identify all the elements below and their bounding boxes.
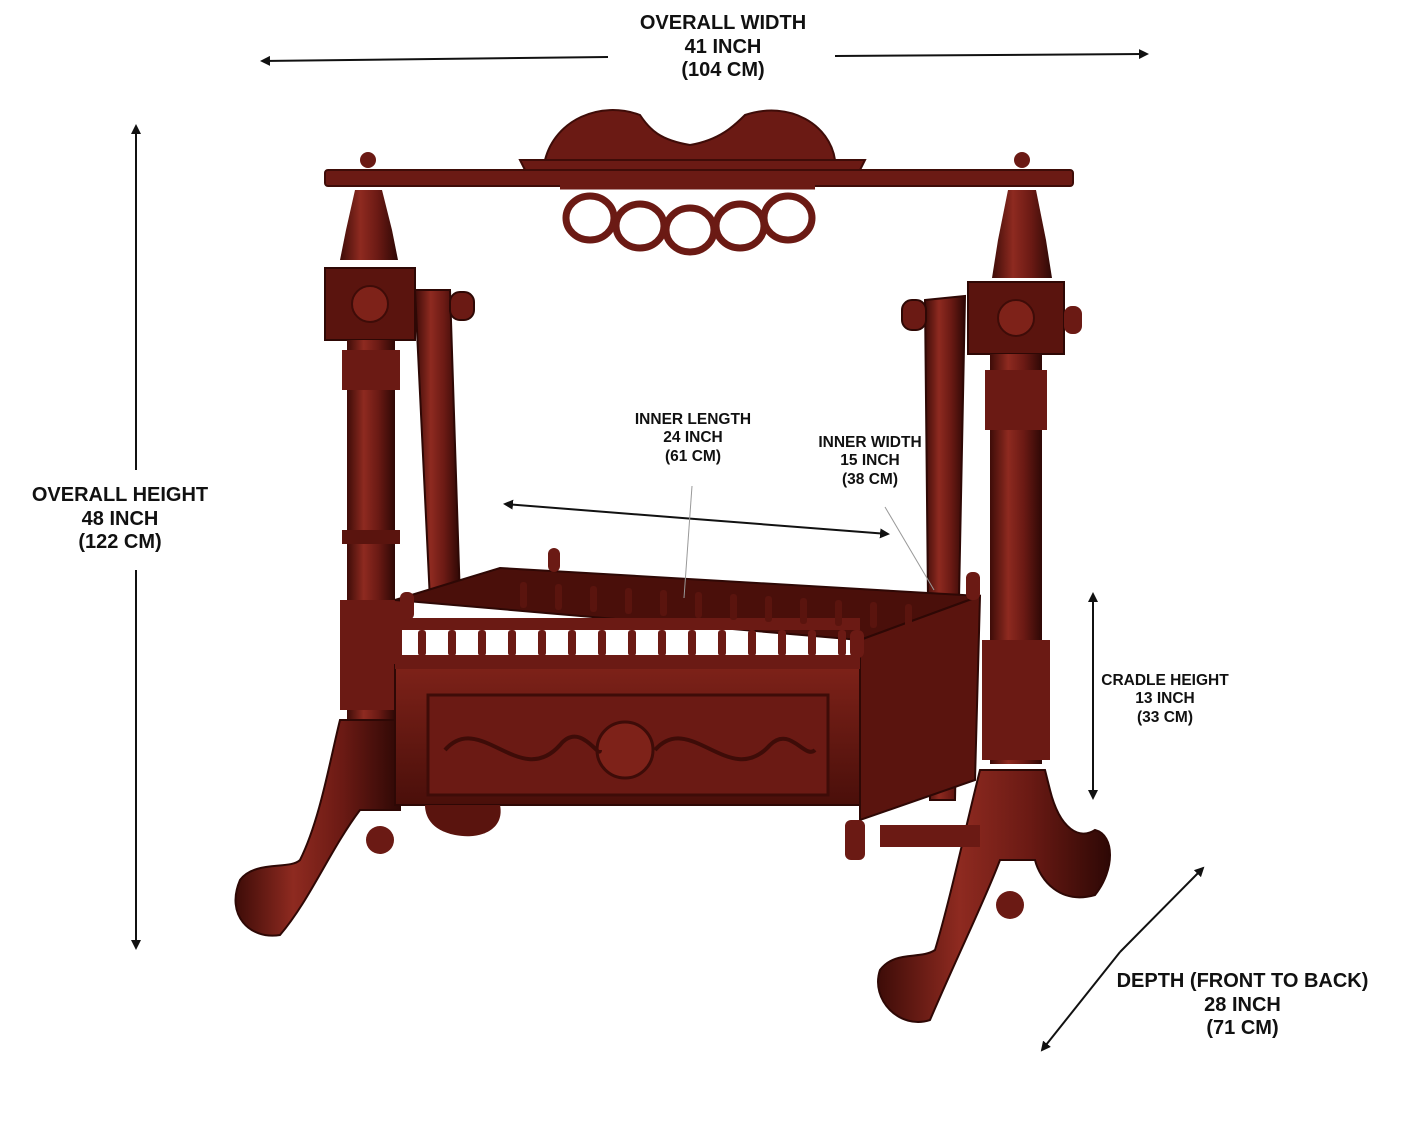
depth-arrow-down (1040, 951, 1121, 1052)
cradle-height-title: CRADLE HEIGHT (1101, 672, 1229, 689)
overall-width-title: OVERALL WIDTH (639, 12, 807, 34)
depth-inch: 28 INCH (1204, 993, 1281, 1016)
cradle-height-inch: 13 INCH (1135, 690, 1195, 708)
inner-length-leader (683, 485, 693, 599)
cradle-height-label: CRADLE HEIGHT 13 INCH (33 CM) (1085, 672, 1245, 727)
corner-finials (400, 548, 980, 658)
overall-width-arrow-left (260, 55, 609, 66)
inner-length-title: INNER LENGTH (634, 411, 752, 428)
inner-length-label: INNER LENGTH 24 INCH (61 CM) (593, 411, 793, 466)
inner-width-inch: 15 INCH (840, 452, 900, 470)
cradle-illustration (234, 109, 1111, 1023)
right-post (877, 152, 1111, 1023)
overall-width-cm: (104 CM) (681, 59, 765, 82)
overall-width-label: OVERALL WIDTH 41 INCH (104 CM) (573, 12, 873, 83)
overall-height-cm: (122 CM) (78, 531, 162, 554)
left-post (234, 152, 416, 937)
dimension-arrows (131, 49, 1205, 1052)
cradle-box (394, 566, 982, 860)
inner-width-title: INNER WIDTH (818, 434, 922, 451)
depth-arrow-up (1119, 866, 1205, 953)
overall-width-inch: 41 INCH (684, 35, 762, 58)
depth-cm: (71 CM) (1206, 1017, 1279, 1040)
inner-length-cm: (61 CM) (665, 447, 721, 465)
inner-width-leader (884, 506, 935, 591)
inner-width-label: INNER WIDTH 15 INCH (38 CM) (800, 434, 940, 489)
depth-label: DEPTH (FRONT TO BACK) 28 INCH (71 CM) (1110, 970, 1375, 1041)
front-spindles (418, 630, 846, 656)
overall-height-title: OVERALL HEIGHT (31, 484, 209, 506)
back-spindles (520, 582, 912, 630)
cradle-height-cm: (33 CM) (1137, 708, 1193, 726)
depth-title: DEPTH (FRONT TO BACK) (1116, 970, 1369, 992)
inner-length-inch: 24 INCH (663, 429, 723, 447)
loop-ornament (560, 182, 816, 256)
overall-width-arrow-right (834, 49, 1149, 60)
inner-length-arrow-right (694, 518, 890, 539)
overall-height-inch: 48 INCH (81, 507, 159, 530)
inner-width-cm: (38 CM) (842, 470, 898, 488)
inner-length-arrow-left (503, 499, 696, 520)
top-crest (518, 109, 867, 171)
overall-height-label: OVERALL HEIGHT 48 INCH (122 CM) (20, 484, 220, 555)
